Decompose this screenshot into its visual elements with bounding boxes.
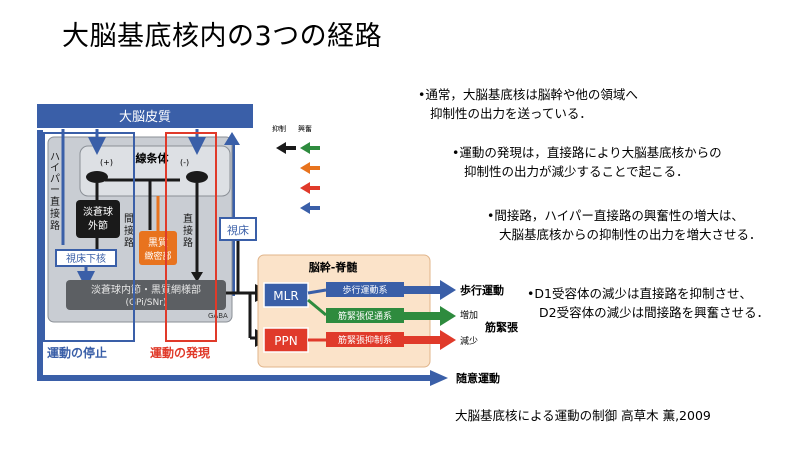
locomotion-box	[326, 282, 404, 297]
svg-text:路: 路	[124, 236, 134, 249]
snc-label-2: 緻密部	[144, 250, 171, 262]
out-increase: 増加	[460, 309, 478, 321]
svg-text:路: 路	[50, 219, 60, 232]
bullet-1: •通常，大脳基底核は脳幹や他の領域へ 抑制性の出力を送っている．	[418, 85, 638, 123]
bullet-4: •D1受容体の減少は直接路を抑制させ、 D2受容体の減少は間接路を興奮させる．	[527, 284, 769, 322]
bullet-3-line-1: •間接路，ハイパー直接路の興奮性の増大は、	[487, 208, 744, 223]
legend-red-arrow	[300, 182, 320, 194]
gpe-label-2: 外節	[88, 219, 108, 232]
bullet-4-line-2: D2受容体の減少は間接路を興奮させる．	[539, 305, 770, 320]
out-decrease: 減少	[460, 335, 478, 347]
bullet-4-line-1: •D1受容体の減少は直接路を抑制させ、	[527, 286, 752, 301]
tone-inhib-label: 筋緊張抑制系	[338, 334, 392, 346]
d2-neuron	[186, 171, 208, 183]
snc-box	[139, 231, 177, 265]
brainstem-links	[307, 288, 327, 342]
locomotion-label: 歩行運動系	[342, 284, 387, 296]
svg-text:路: 路	[183, 236, 193, 249]
indirect-text: 間 接 路	[124, 213, 134, 249]
svg-text:ー: ー	[50, 185, 60, 196]
tone-facil-label: 筋緊張促通系	[338, 310, 392, 322]
svg-text:接: 接	[183, 224, 193, 237]
tone-inhib-box	[326, 332, 404, 347]
legend-orange-arrow	[300, 162, 320, 174]
striatum-box	[79, 145, 231, 197]
direct-text: 直 接 路	[183, 212, 193, 249]
svg-text:間: 間	[124, 213, 134, 225]
mlr-label: MLR	[273, 289, 298, 303]
gaba-label: GABA	[208, 312, 228, 320]
svg-text:ハ: ハ	[50, 152, 60, 163]
out-walk: 歩行運動	[460, 283, 504, 297]
out-tone: 筋緊張	[484, 320, 519, 334]
bullet-3-line-2: 大脳基底核からの抑制性の出力を増大させる．	[499, 227, 762, 242]
gpe-label-1: 淡蒼球	[83, 205, 113, 218]
bullet-3: •間接路，ハイパー直接路の興奮性の増大は、 大脳基底核からの抑制性の出力を増大さ…	[487, 206, 762, 244]
citation: 大脳基底核による運動の制御 高草木 薫,2009	[455, 408, 711, 423]
gpi-label-1: 淡蒼球内節・黒質網様部	[91, 283, 201, 296]
legend-green-arrow	[300, 142, 320, 154]
striatum-label: 線条体	[136, 151, 170, 165]
gpe-box	[76, 200, 120, 238]
stn-label: 視床下核	[66, 252, 106, 265]
svg-text:イ: イ	[50, 163, 60, 174]
thalamus-box	[219, 217, 257, 241]
svg-text:直: 直	[183, 212, 193, 225]
snc-label-1: 黒質	[148, 236, 168, 249]
cortex-arrows	[88, 129, 206, 155]
legend-arrows	[276, 142, 320, 214]
svg-text:接: 接	[124, 224, 134, 237]
svg-text:接: 接	[50, 207, 60, 220]
bullet-2-line-2: 抑制性の出力が減少することで起こる．	[464, 164, 689, 179]
cortex-box	[35, 102, 255, 130]
out-voluntary: 随意運動	[456, 371, 500, 385]
d1-neuron	[86, 171, 108, 183]
thalamus-up-arrowhead	[224, 132, 240, 145]
mlr-box	[263, 282, 309, 308]
gpi-label-2: (GPi/SNr)	[126, 298, 167, 308]
d-plus-label: (+)	[100, 158, 113, 167]
tone-facil-box	[326, 308, 404, 323]
bullet-1-line-2: 抑制性の出力を送っている．	[430, 106, 592, 121]
cortex-label: 大脳皮質	[119, 110, 171, 125]
legend-inhibit: 抑制	[272, 124, 286, 133]
stop-frame	[43, 132, 135, 342]
d-minus-label: (-)	[180, 158, 189, 167]
legend-excite: 興奮	[298, 124, 312, 133]
svg-text:パ: パ	[50, 173, 60, 185]
inhibitory-lines	[95, 178, 199, 275]
gpi-box	[66, 280, 226, 310]
bullet-2-line-1: •運動の発現は，直接路により大脳基底核からの	[452, 145, 722, 160]
thalamus-label: 視床	[227, 223, 249, 237]
slide-title: 大脳基底核内の3つの経路	[62, 21, 383, 52]
bullet-2: •運動の発現は，直接路により大脳基底核からの 抑制性の出力が減少することで起こる…	[452, 143, 722, 181]
hyperdirect-text: ハ イ パ ー 直 接 路	[50, 152, 60, 232]
legend-blue-arrow	[300, 202, 320, 214]
label-stop: 運動の停止	[47, 345, 107, 360]
legend-inhibit-arrow	[276, 142, 296, 154]
brainstem-label: 脳幹-脊髄	[309, 260, 359, 274]
ppn-label: PPN	[274, 334, 297, 348]
start-frame	[165, 132, 217, 342]
output-arrows	[404, 280, 456, 350]
direct-arrowhead	[191, 272, 203, 282]
voluntary-arrowhead	[430, 370, 448, 386]
label-start: 運動の発現	[150, 345, 210, 360]
bullet-1-line-1: •通常，大脳基底核は脳幹や他の領域へ	[418, 87, 638, 102]
svg-text:直: 直	[50, 195, 60, 208]
